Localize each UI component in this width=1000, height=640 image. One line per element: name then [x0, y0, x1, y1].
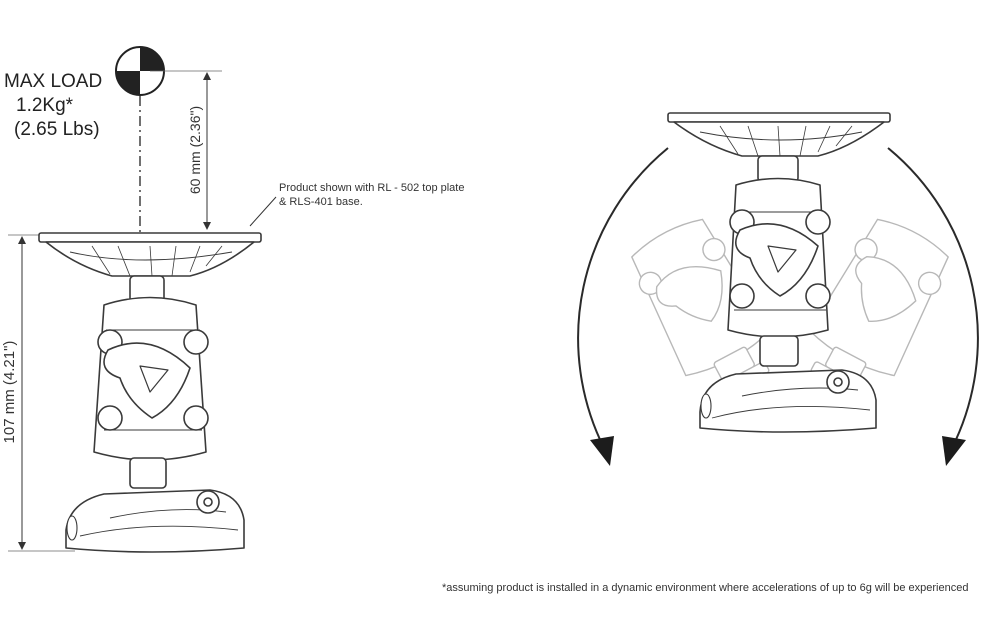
mount-rotated [667, 112, 891, 433]
footnote: *assuming product is installed in a dyna… [442, 582, 969, 594]
dimension-60mm-label: 60 mm (2.36") [187, 105, 203, 195]
rotation-arrow-right [887, 147, 979, 449]
rotation-arrowhead-left [590, 436, 614, 466]
dimension-107mm [8, 234, 75, 552]
product-note-line1: Product shown with RL - 502 top plate [279, 182, 465, 194]
max-load-heading: MAX LOAD [4, 71, 103, 92]
max-load-lbs: (2.65 Lbs) [14, 119, 100, 140]
center-of-gravity-icon [115, 46, 165, 96]
rotation-arrowhead-right [942, 436, 966, 466]
mount-ghost-left [630, 218, 772, 398]
product-note-line2: & RLS-401 base. [279, 196, 363, 208]
mount-upright [38, 232, 262, 553]
note-leader-line [249, 196, 277, 227]
max-load-kg: 1.2Kg* [16, 95, 74, 116]
rotation-arrow-left [577, 147, 669, 449]
dimension-60mm [150, 70, 222, 230]
dimension-107mm-label: 107 mm (4.21") [1, 340, 18, 444]
